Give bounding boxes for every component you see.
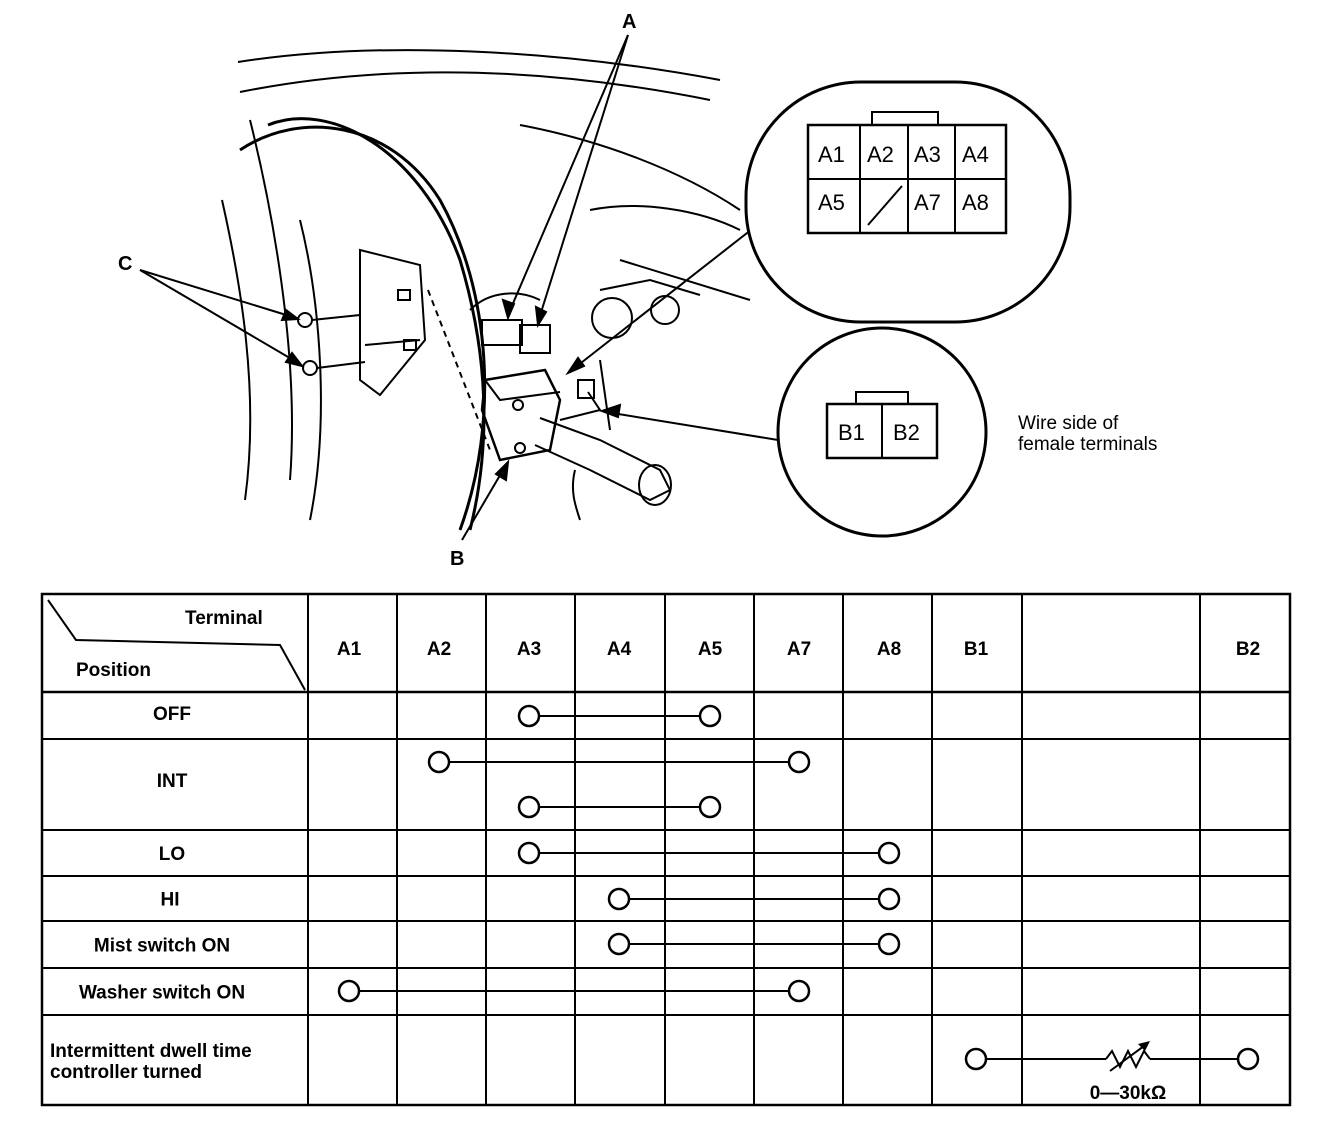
connection-a1-a7 — [337, 979, 811, 1003]
terminal-column-labels: A1 A2 A3 A4 A5 A7 A8 B1 B2 — [337, 639, 1260, 660]
callout-a: A — [622, 11, 636, 33]
row-label: Washer switch ON — [79, 983, 245, 1004]
terminal-circle-a4 — [607, 932, 631, 956]
column-label-a1: A1 — [337, 639, 362, 660]
terminal-circle-a8 — [877, 841, 901, 865]
column-label-a5: A5 — [698, 639, 723, 660]
pin-b2: B2 — [893, 420, 920, 445]
wiper-switch-location-illustration: A C B A1 A2 A3 A4 A5 A7 A8 B1 B2 — [118, 11, 1072, 570]
terminal-circle-a8 — [877, 932, 901, 956]
connection-a4-a8 — [607, 932, 901, 956]
connection-a3-a5 — [517, 704, 722, 728]
terminal-circle-a5 — [698, 704, 722, 728]
terminal-circle-a7 — [787, 750, 811, 774]
connection-a2-a7 — [427, 750, 811, 774]
resistor-symbol — [1105, 1048, 1151, 1070]
header-diagonal — [47, 599, 306, 691]
row-label: OFF — [153, 704, 191, 725]
pin-b1: B1 — [838, 420, 865, 445]
column-label-a4: A4 — [607, 639, 632, 660]
table-grid — [40, 592, 1292, 1107]
pin-a1: A1 — [818, 142, 845, 167]
connector-b-inset: B1 B2 — [776, 326, 988, 538]
continuity-table: Terminal Position A1 A2 A3 A4 A5 A7 A8 B1 B2 OFF… — [40, 592, 1292, 1107]
leader-lines — [139, 34, 779, 541]
callout-b: B — [450, 548, 464, 570]
terminal-circle-a2 — [427, 750, 451, 774]
terminal-circle-a3 — [517, 795, 541, 819]
row-label: LO — [159, 844, 185, 865]
dashboard-outline — [221, 49, 751, 531]
row-label: INT — [157, 771, 188, 792]
column-label-a7: A7 — [787, 639, 811, 660]
callout-c: C — [118, 253, 132, 275]
pin-a5: A5 — [818, 190, 845, 215]
header-position: Position — [76, 660, 151, 681]
pin-a4: A4 — [962, 142, 989, 167]
position-row-labels: OFF INT LO HI Mist switch ON Washer switch ON… — [50, 704, 252, 1083]
terminal-circle-a5 — [698, 795, 722, 819]
connection-b1-b2: 0—30kΩ — [964, 1041, 1260, 1104]
column-label-a3: A3 — [517, 639, 541, 660]
connector-a-inset: A1 A2 A3 A4 A5 A7 A8 — [744, 80, 1072, 324]
pin-a8: A8 — [962, 190, 989, 215]
table-header: Terminal Position — [76, 608, 263, 681]
terminal-circle-a7 — [787, 979, 811, 1003]
resistance-range-label: 0—30kΩ — [1090, 1083, 1167, 1104]
terminal-circle-b2 — [1236, 1047, 1260, 1071]
continuity-connections: 0—30kΩ — [337, 704, 1260, 1104]
pin-a7: A7 — [914, 190, 941, 215]
connection-a4-a8 — [607, 887, 901, 911]
connection-a3-a8 — [517, 841, 901, 865]
column-label-a8: A8 — [877, 639, 901, 660]
terminal-circle-a3 — [517, 704, 541, 728]
pin-a3: A3 — [914, 142, 941, 167]
terminal-circle-a8 — [877, 887, 901, 911]
terminal-circle-a3 — [517, 841, 541, 865]
pin-a2: A2 — [867, 142, 894, 167]
connection-a3-a5 — [517, 795, 722, 819]
column-label-b1: B1 — [964, 639, 989, 660]
row-label: Mist switch ON — [94, 936, 230, 957]
terminal-circle-b1 — [964, 1047, 988, 1071]
wire-side-note: Wire side of female terminals — [1018, 413, 1158, 455]
header-terminal: Terminal — [185, 608, 263, 629]
column-label-b2: B2 — [1236, 639, 1260, 660]
terminal-circle-a4 — [607, 887, 631, 911]
row-label: HI — [161, 890, 180, 911]
column-label-a2: A2 — [427, 639, 451, 660]
terminal-circle-a1 — [337, 979, 361, 1003]
